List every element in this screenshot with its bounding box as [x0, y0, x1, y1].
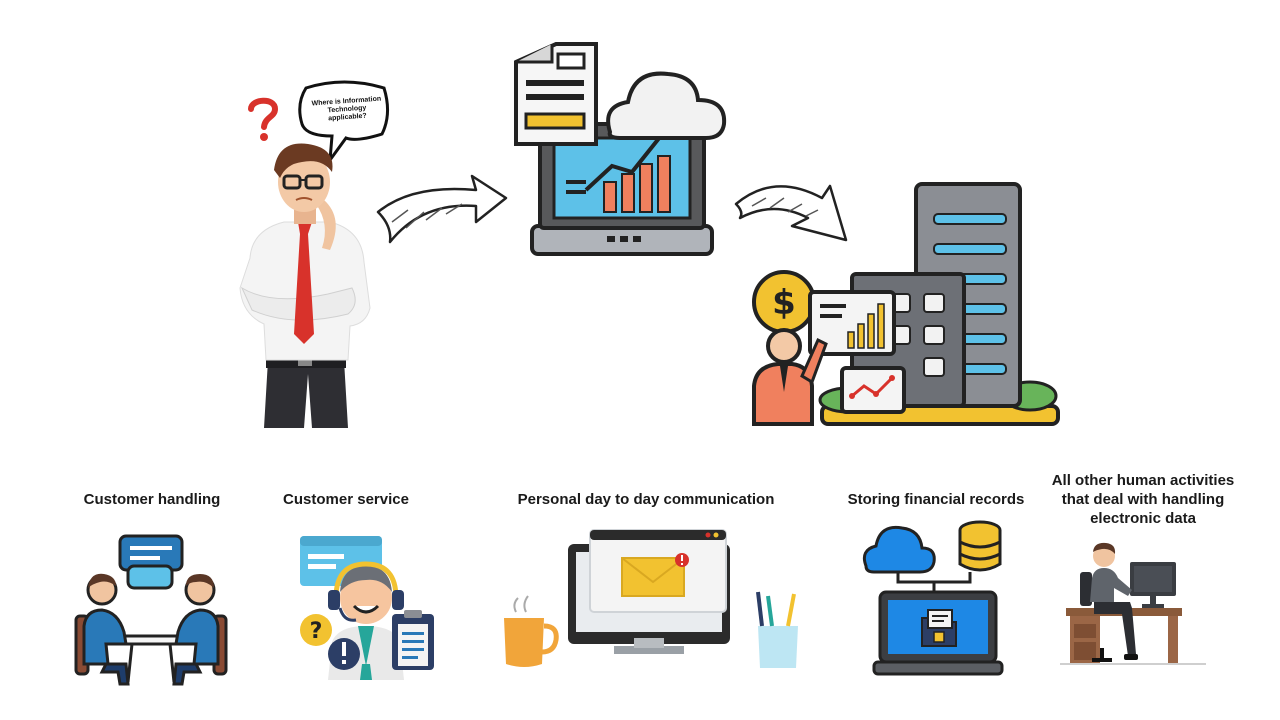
arrow-right-icon — [376, 174, 508, 244]
caption-storing-financial-records: Storing financial records — [847, 491, 1025, 508]
caption-customer-handling: Customer handling — [83, 491, 221, 508]
caption-personal-communication: Personal day to day communication — [517, 491, 775, 508]
svg-text:$: $ — [772, 283, 796, 323]
speech-bubble-text: Where is Information Technology applicab… — [311, 95, 382, 123]
caption-customer-service: Customer service — [283, 491, 409, 508]
man-at-computer-desk-icon — [1060, 542, 1206, 665]
thinking-man-icon — [239, 143, 371, 428]
business-building-finance-icon: $ — [752, 182, 1060, 426]
email-computer-icon — [504, 529, 798, 668]
question-mark-icon — [248, 97, 279, 141]
speech-bubble — [298, 80, 389, 164]
caption-other-human-activities: All other human activities that deal wit… — [1051, 472, 1235, 527]
cloud-database-laptop-icon — [862, 520, 1004, 676]
arrow-right-down-icon — [734, 184, 848, 242]
svg-text:?: ? — [310, 619, 323, 644]
laptop-cloud-analytics-icon — [514, 42, 727, 256]
support-agent-icon: ? — [300, 536, 434, 680]
meeting-people-icon — [74, 534, 228, 686]
